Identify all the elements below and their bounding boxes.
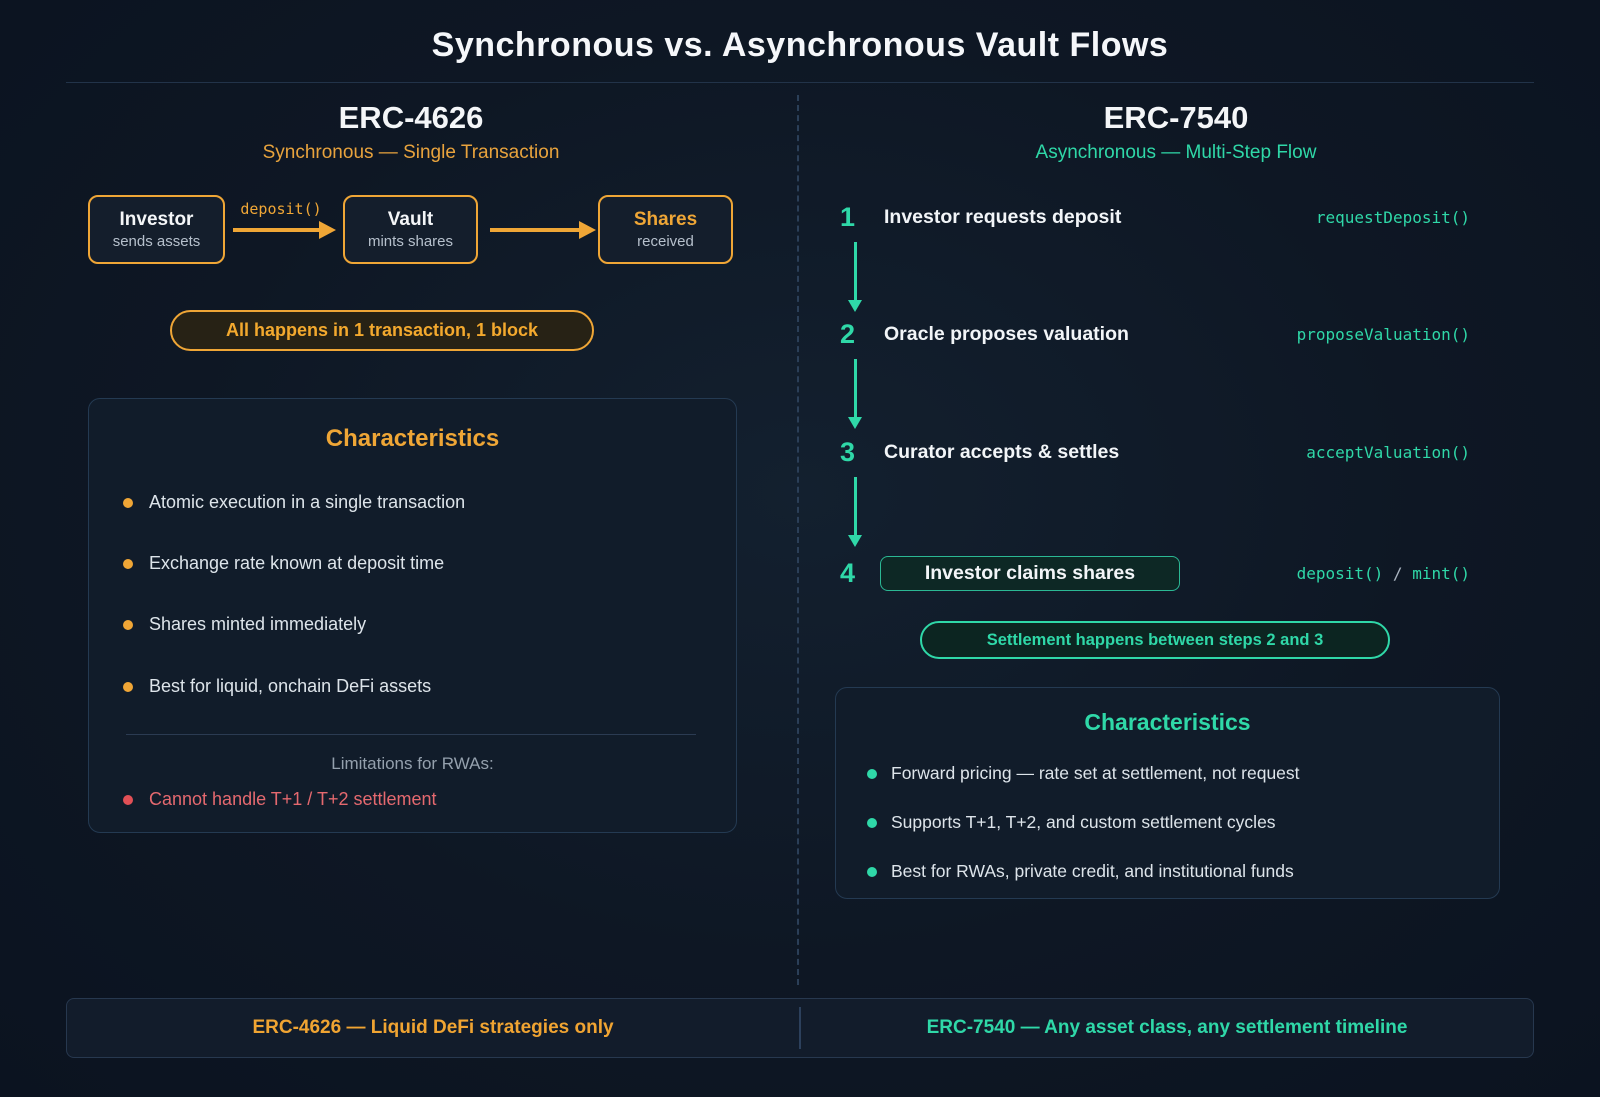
erc4626-characteristics-panel: Characteristics Atomic execution in a si… [88, 398, 737, 833]
flow-node-investor: Investor sends assets [88, 195, 225, 264]
deposit-arrow-label: deposit() [240, 200, 322, 218]
step-function: requestDeposit() [1315, 207, 1470, 227]
step-1: 1 Investor requests deposit requestDepos… [840, 199, 1470, 235]
step-arrow-icon [848, 477, 862, 547]
step-label: Curator accepts & settles [884, 440, 1120, 463]
characteristics-title: Characteristics [1084, 709, 1251, 735]
step-function-mint: mint() [1412, 563, 1470, 583]
flow-node-subtitle: received [637, 233, 694, 250]
step-label: Oracle proposes valuation [884, 322, 1129, 345]
step-function-deposit: deposit() [1296, 563, 1384, 583]
erc4626-subheading: Synchronous — Single Transaction [262, 142, 560, 163]
bullet-icon [123, 620, 133, 630]
step-3: 3 Curator accepts & settles acceptValuat… [840, 434, 1470, 470]
step-number: 3 [840, 436, 856, 467]
step-2: 2 Oracle proposes valuation proposeValua… [840, 316, 1470, 352]
step-4: 4 Investor claims shares deposit() / min… [840, 555, 1470, 591]
step-function-separator: / [1383, 563, 1413, 583]
step-number: 1 [840, 201, 856, 232]
step-arrow-icon [848, 242, 862, 312]
step-function: acceptValuation() [1306, 442, 1470, 462]
flow-node-subtitle: sends assets [112, 233, 201, 250]
flow-arrow-icon [233, 221, 336, 239]
characteristic-item: Exchange rate known at deposit time [149, 553, 445, 573]
erc7540-heading: ERC-7540 [1103, 100, 1249, 135]
flow-node-title: Shares [633, 209, 698, 230]
characteristic-item: Atomic execution in a single transaction [149, 492, 466, 512]
limitations-label: Limitations for RWAs: [331, 754, 494, 773]
flow-node-title: Investor [119, 209, 194, 230]
bullet-icon [867, 769, 877, 779]
panel-divider [126, 734, 696, 735]
erc4626-heading: ERC-4626 [338, 100, 484, 135]
step-label: Investor requests deposit [884, 205, 1122, 228]
step-function: deposit() / mint() [1297, 564, 1470, 583]
footer-erc4626: ERC-4626 — Liquid DeFi strategies only [252, 1017, 614, 1038]
characteristic-item: Best for liquid, onchain DeFi assets [149, 676, 432, 696]
characteristic-item: Forward pricing — rate set at settlement… [891, 763, 1300, 783]
single-transaction-badge: All happens in 1 transaction, 1 block [170, 310, 594, 351]
flow-node-vault: Vault mints shares [343, 195, 478, 264]
bullet-icon [123, 498, 133, 508]
footer-erc7540: ERC-7540 — Any asset class, any settleme… [926, 1017, 1408, 1038]
bullet-icon [123, 559, 133, 569]
bullet-icon [867, 867, 877, 877]
top-divider [66, 82, 1534, 83]
footer-divider [799, 1007, 801, 1049]
bullet-icon [123, 682, 133, 692]
step-number: 4 [840, 557, 856, 588]
step-function: proposeValuation() [1296, 324, 1470, 344]
step-label: Investor claims shares [924, 561, 1136, 584]
bullet-icon [867, 818, 877, 828]
claim-shares-box: Investor claims shares [880, 555, 1180, 591]
erc7540-characteristics-panel: Characteristics Forward pricing — rate s… [835, 687, 1500, 899]
flow-node-title: Vault [387, 209, 434, 230]
step-number: 2 [840, 318, 856, 349]
characteristic-item: Supports T+1, T+2, and custom settlement… [891, 812, 1276, 832]
column-divider [797, 95, 799, 985]
characteristic-item: Shares minted immediately [149, 614, 367, 634]
characteristic-item: Best for RWAs, private credit, and insti… [891, 861, 1294, 881]
erc7540-subheading: Asynchronous — Multi-Step Flow [1035, 142, 1317, 163]
footer-bar: ERC-4626 — Liquid DeFi strategies only E… [66, 998, 1534, 1058]
settlement-badge: Settlement happens between steps 2 and 3 [920, 621, 1390, 659]
step-arrow-icon [848, 359, 862, 429]
flow-node-shares: Shares received [598, 195, 733, 264]
flow-node-subtitle: mints shares [367, 233, 454, 250]
page-title: Synchronous vs. Asynchronous Vault Flows [431, 26, 1169, 64]
characteristics-title: Characteristics [325, 425, 500, 452]
limitation-item: Cannot handle T+1 / T+2 settlement [149, 789, 437, 809]
flow-arrow-icon [490, 221, 596, 239]
bullet-icon [123, 795, 133, 805]
